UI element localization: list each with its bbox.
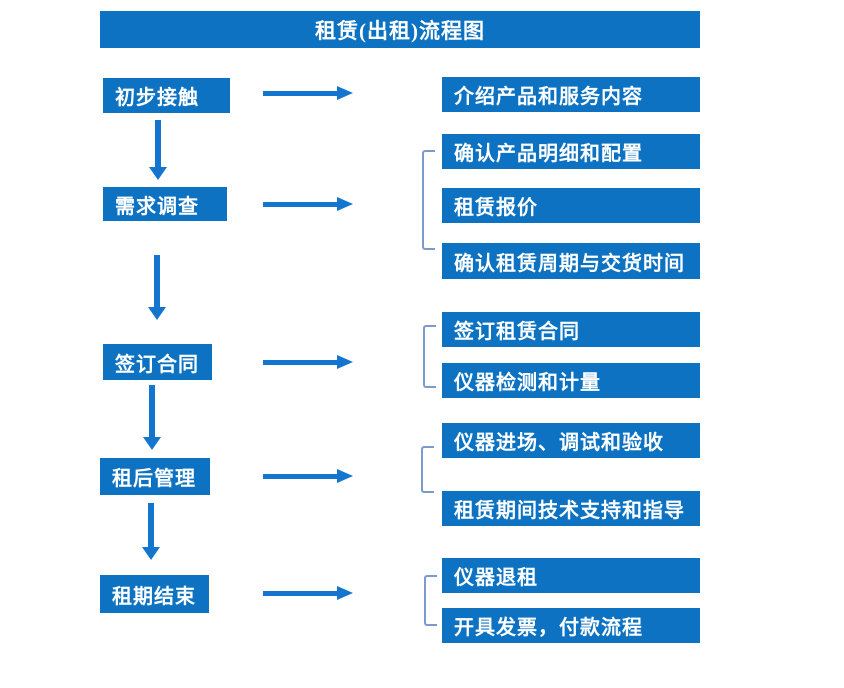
stage-box-initial-contact: 初步接触 [103,78,230,113]
detail-box-sign-rental-contract: 签订租赁合同 [442,312,700,347]
flowchart-title: 租赁(出租)流程图 [100,11,700,48]
arrow-head [337,355,353,369]
group-bracket [423,325,436,388]
stage-box-sign-contract: 签订合同 [103,344,212,380]
right-arrow-icon [263,197,353,211]
detail-box-instrument-testing: 仪器检测和计量 [442,363,700,398]
down-arrow-icon [148,255,166,320]
group-bracket [424,575,437,626]
arrow-shaft [263,202,337,207]
arrow-head [337,197,353,211]
down-arrow-icon [143,385,161,450]
group-bracket [422,150,435,250]
arrow-head [148,307,166,320]
detail-box-instrument-setup: 仪器进场、调试和验收 [442,423,700,458]
right-arrow-icon [263,586,353,600]
arrow-shaft [263,91,337,96]
arrow-shaft [149,385,155,437]
arrow-head [142,547,160,560]
detail-box-invoice-payment: 开具发票，付款流程 [442,608,700,643]
stage-box-rental-end: 租期结束 [100,575,209,613]
right-arrow-icon [263,469,353,483]
detail-box-confirm-config: 确认产品明细和配置 [442,134,700,169]
detail-box-instrument-return: 仪器退租 [442,558,700,593]
stage-box-post-rental: 租后管理 [100,458,210,495]
arrow-shaft [148,503,154,547]
arrow-shaft [263,474,337,479]
right-arrow-icon [263,355,353,369]
arrow-shaft [154,255,160,307]
group-bracket [421,446,434,493]
down-arrow-icon [142,503,160,560]
arrow-shaft [155,120,161,167]
arrow-shaft [263,591,337,596]
down-arrow-icon [149,120,167,180]
detail-box-introduce-products: 介绍产品和服务内容 [442,77,700,112]
arrow-head [143,437,161,450]
detail-box-rental-quote: 租赁报价 [442,188,700,223]
right-arrow-icon [263,86,353,100]
arrow-head [337,86,353,100]
detail-box-tech-support: 租赁期间技术支持和指导 [442,491,700,526]
detail-box-confirm-period: 确认租赁周期与交货时间 [442,243,700,279]
arrow-head [337,469,353,483]
arrow-shaft [263,360,337,365]
arrow-head [337,586,353,600]
stage-box-needs-survey: 需求调查 [103,187,227,221]
arrow-head [149,167,167,180]
